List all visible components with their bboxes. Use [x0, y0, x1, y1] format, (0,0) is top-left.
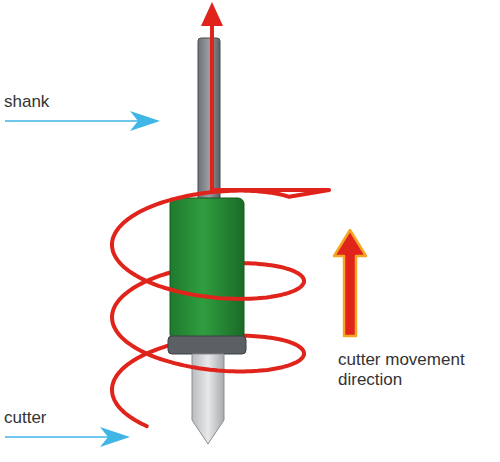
pointer-arrow — [5, 427, 130, 447]
tool — [168, 38, 246, 444]
cutter-path — [112, 244, 304, 299]
part-label: shank — [4, 92, 49, 112]
direction-arrow — [334, 230, 366, 336]
direction-label: cutter movement direction — [338, 350, 488, 391]
pointer-arrow — [5, 111, 160, 131]
cutter-path — [112, 317, 304, 371]
path-arrowhead — [201, 2, 223, 26]
part-label: cutter — [4, 408, 47, 428]
cutter-path — [112, 390, 147, 426]
cutter-path — [112, 22, 329, 244]
